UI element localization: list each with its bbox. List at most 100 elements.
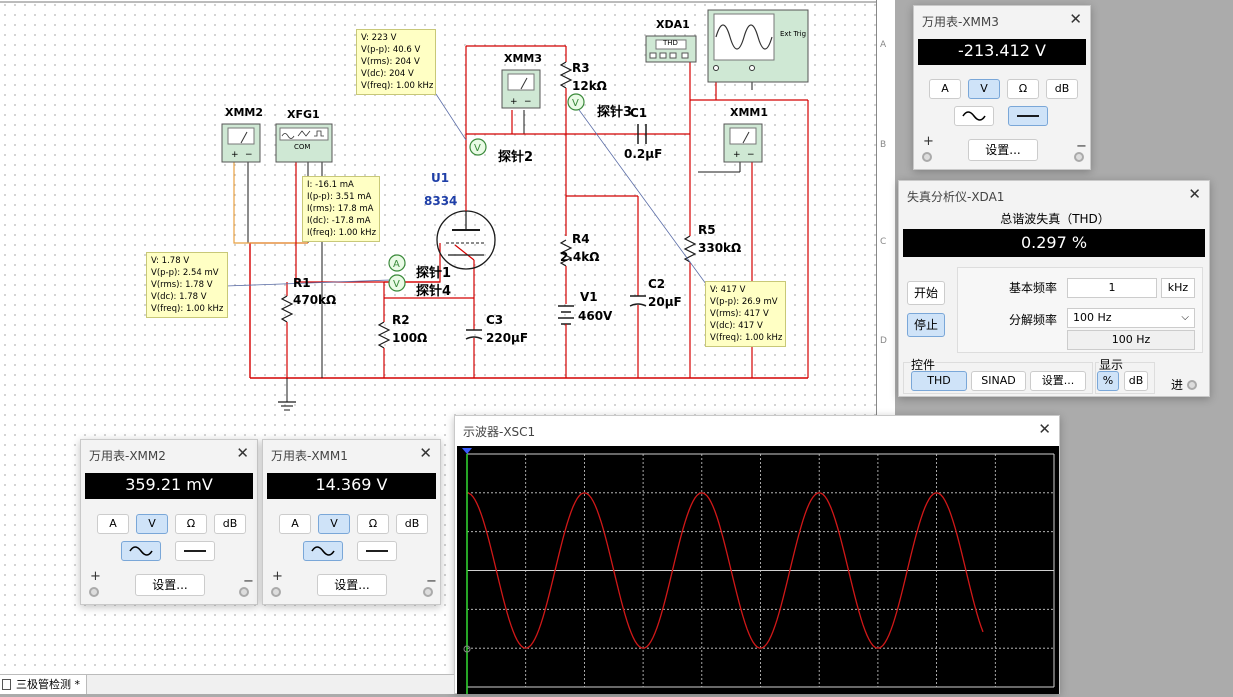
- plus-terminal[interactable]: [922, 152, 932, 162]
- label-r5[interactable]: R5: [698, 223, 716, 237]
- dc-mode-button[interactable]: [357, 541, 397, 561]
- plus-terminal[interactable]: [271, 587, 281, 597]
- dc-mode-button[interactable]: [1008, 106, 1048, 126]
- analyzer-settings-button[interactable]: 设置...: [1030, 371, 1086, 391]
- mode-volts-button[interactable]: V: [318, 514, 350, 534]
- ruler-mark-a: A: [880, 40, 887, 50]
- label-c2-value: 20µF: [648, 295, 682, 309]
- label-xmm2[interactable]: XMM2: [225, 106, 264, 119]
- window-title: 万用表-XMM1: [271, 449, 348, 463]
- scope-graticule: [462, 448, 1055, 694]
- mode-db-button[interactable]: dB: [396, 514, 428, 534]
- label-r4-value: 2.4kΩ: [560, 250, 600, 264]
- minus-terminal[interactable]: [239, 587, 249, 597]
- mode-ohms-button[interactable]: Ω: [175, 514, 207, 534]
- display-label: 显示: [1099, 356, 1124, 373]
- label-r5-value: 330kΩ: [698, 241, 742, 255]
- mode-volts-button[interactable]: V: [136, 514, 168, 534]
- input-terminal[interactable]: [1187, 380, 1197, 390]
- close-icon[interactable]: ✕: [1038, 420, 1051, 438]
- readout-line: V(dc): 204 V: [361, 69, 414, 79]
- ac-mode-button[interactable]: [121, 541, 161, 561]
- oscilloscope-window[interactable]: 示波器-XSC1 ✕: [454, 415, 1060, 694]
- readout-line: I(dc): -17.8 mA: [307, 216, 371, 226]
- close-icon[interactable]: ✕: [419, 444, 432, 462]
- scope-screen[interactable]: [457, 446, 1059, 694]
- ac-wave-icon: [129, 546, 153, 556]
- mode-ohms-button[interactable]: Ω: [357, 514, 389, 534]
- readout-line: V(p-p): 2.54 mV: [151, 268, 219, 278]
- label-r4[interactable]: R4: [572, 232, 590, 246]
- readout-line: I(rms): 17.8 mA: [307, 204, 374, 214]
- probe2-label[interactable]: 探针2: [498, 150, 534, 165]
- ac-mode-button[interactable]: [954, 106, 994, 126]
- dc-line-icon: [184, 550, 206, 552]
- minus-terminal[interactable]: [423, 587, 433, 597]
- thd-mode-button[interactable]: THD: [911, 371, 967, 391]
- settings-button[interactable]: 设置...: [135, 574, 205, 596]
- plus-terminal-label: +: [272, 569, 283, 584]
- plus-terminal[interactable]: [89, 587, 99, 597]
- percent-display-button[interactable]: %: [1097, 371, 1119, 391]
- multimeter-xmm2-window[interactable]: 万用表-XMM2 ✕ 359.21 mV A V Ω dB 设置... + −: [80, 439, 258, 605]
- sinad-mode-button[interactable]: SINAD: [971, 371, 1026, 391]
- base-frequency-input[interactable]: 1: [1067, 278, 1157, 298]
- sheet-tab[interactable]: 三极管检测 *: [0, 675, 87, 694]
- label-c3[interactable]: C3: [486, 313, 504, 327]
- probe4-readout: V: 1.78 V V(p-p): 2.54 mV V(rms): 1.78 V…: [146, 252, 228, 318]
- thd-display: 0.297 %: [903, 229, 1205, 257]
- db-display-button[interactable]: dB: [1124, 371, 1148, 391]
- label-xfg1[interactable]: XFG1: [287, 108, 320, 121]
- svg-text:A: A: [393, 259, 400, 270]
- settings-button[interactable]: 设置...: [317, 574, 387, 596]
- start-button[interactable]: 开始: [907, 281, 945, 305]
- probe3-label[interactable]: 探针3: [597, 105, 633, 120]
- multimeter-xmm3-window[interactable]: 万用表-XMM3 ✕ -213.412 V A V Ω dB 设置... + −: [913, 5, 1091, 170]
- label-r3[interactable]: R3: [572, 61, 590, 75]
- distortion-analyzer-window[interactable]: 失真分析仪-XDA1 ✕ 总谐波失真（THD） 0.297 % 开始 停止 基本…: [898, 180, 1210, 397]
- label-c2[interactable]: C2: [648, 277, 666, 291]
- probe1-label[interactable]: 探针1: [416, 266, 452, 281]
- mode-amps-button[interactable]: A: [929, 79, 961, 99]
- mode-ohms-button[interactable]: Ω: [1007, 79, 1039, 99]
- dc-line-icon: [1017, 115, 1039, 117]
- controls-group: [903, 362, 1093, 394]
- mode-amps-button[interactable]: A: [97, 514, 129, 534]
- base-frequency-unit[interactable]: kHz: [1161, 278, 1195, 298]
- close-icon[interactable]: ✕: [236, 444, 249, 462]
- ac-wave-icon: [311, 546, 335, 556]
- close-icon[interactable]: ✕: [1069, 10, 1082, 28]
- stop-button[interactable]: 停止: [907, 313, 945, 337]
- multimeter-xmm1-window[interactable]: 万用表-XMM1 ✕ 14.369 V A V Ω dB 设置... + −: [262, 439, 441, 605]
- probe2-readout: V: 223 V V(p-p): 40.6 V V(rms): 204 V V(…: [356, 29, 436, 95]
- mode-db-button[interactable]: dB: [214, 514, 246, 534]
- probe4-label[interactable]: 探针4: [416, 284, 452, 299]
- readout-line: V: 417 V: [710, 285, 746, 295]
- label-r2[interactable]: R2: [392, 313, 410, 327]
- mode-volts-button[interactable]: V: [968, 79, 1000, 99]
- label-xmm3[interactable]: XMM3: [504, 52, 543, 65]
- label-xsc1-ext-trig: Ext Trig: [780, 30, 807, 38]
- label-v1[interactable]: V1: [580, 290, 598, 304]
- svg-text:V: V: [474, 143, 481, 154]
- ac-mode-button[interactable]: [303, 541, 343, 561]
- minus-terminal-label: −: [426, 574, 437, 589]
- settings-button[interactable]: 设置...: [968, 139, 1038, 161]
- readout-line: I: -16.1 mA: [307, 180, 354, 190]
- resolution-frequency-select[interactable]: 100 Hz ⌵: [1067, 308, 1195, 328]
- plus-terminal-label: +: [90, 569, 101, 584]
- minus-terminal[interactable]: [1074, 152, 1084, 162]
- readout-line: V(dc): 1.78 V: [151, 292, 207, 302]
- ruler-mark-b: B: [880, 140, 887, 150]
- readout-line: V(p-p): 26.9 mV: [710, 297, 778, 307]
- readout-line: I(p-p): 3.51 mA: [307, 192, 372, 202]
- label-u1[interactable]: U1: [431, 171, 450, 185]
- label-xmm1[interactable]: XMM1: [730, 106, 769, 119]
- dc-mode-button[interactable]: [175, 541, 215, 561]
- mode-db-button[interactable]: dB: [1046, 79, 1078, 99]
- label-r1[interactable]: R1: [293, 276, 311, 290]
- label-c1[interactable]: C1: [630, 106, 648, 120]
- mode-amps-button[interactable]: A: [279, 514, 311, 534]
- close-icon[interactable]: ✕: [1188, 185, 1201, 203]
- label-xda1[interactable]: XDA1: [656, 18, 690, 31]
